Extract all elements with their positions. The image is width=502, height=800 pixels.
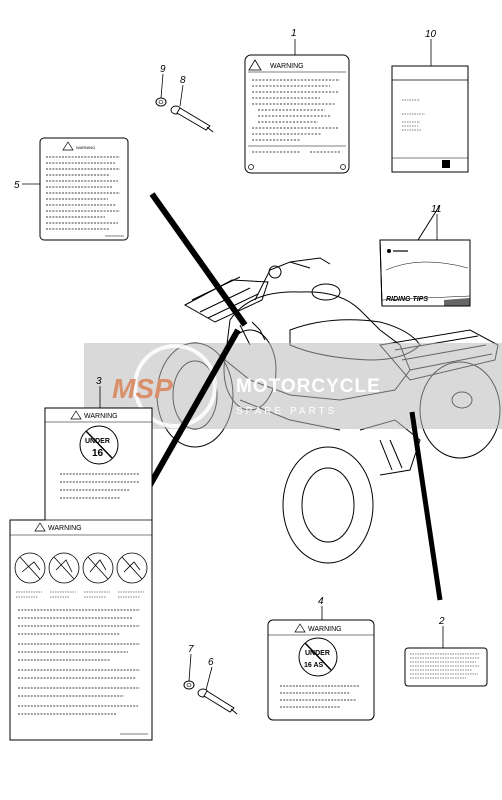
callout-5: 5	[14, 180, 20, 191]
watermark-title: MOTORCYCLE	[236, 376, 381, 397]
callout-7: 7	[188, 644, 194, 655]
warning-label-2	[404, 647, 488, 687]
warning-heading: WARNING	[308, 626, 342, 633]
callout-numbers: 1 2 3 4 5 6 7 8 9 10 11	[14, 28, 445, 668]
warning-label-5: WARNING	[39, 137, 129, 241]
callout-6: 6	[208, 657, 214, 668]
callout-11: 11	[431, 204, 441, 215]
bolt-6	[197, 688, 238, 715]
washer-9	[155, 97, 167, 107]
warning-heading: WARNING	[76, 145, 95, 150]
warning-label-1: WARNING	[244, 54, 350, 174]
bolt-8	[170, 105, 214, 133]
riding-tips-title: RIDING TIPS	[386, 296, 428, 303]
callout-1: 1	[291, 28, 297, 39]
warning-heading: WARNING	[270, 63, 304, 70]
callout-10: 10	[425, 29, 437, 40]
warning-heading: WARNING	[48, 525, 82, 532]
warning-label-4: WARNING UNDER 16 AS	[267, 619, 375, 721]
washer-7	[183, 680, 195, 690]
under-badge-text: UNDER	[305, 650, 330, 657]
under-badge-text: UNDER	[85, 438, 110, 445]
callout-leaders	[22, 39, 444, 691]
age-badge-text: 16 AS	[304, 662, 324, 669]
owners-manual-10	[391, 65, 469, 173]
leader-lines	[147, 192, 443, 601]
watermark-logo: MSP	[112, 373, 173, 404]
warning-label-3: WARNING UNDER 16 WARNING	[9, 407, 153, 741]
callout-9: 9	[160, 64, 166, 75]
callout-2: 2	[438, 616, 445, 627]
warning-heading: WARNING	[84, 413, 118, 420]
callout-4: 4	[318, 596, 324, 607]
callout-3: 3	[96, 376, 102, 387]
watermark-subtitle: SPARE PARTS	[236, 406, 337, 417]
age-badge-text: 16	[92, 448, 104, 459]
callout-8: 8	[180, 75, 186, 86]
riding-tips-11: RIDING TIPS	[379, 239, 471, 307]
watermark: MSP MOTORCYCLE SPARE PARTS	[84, 343, 502, 429]
